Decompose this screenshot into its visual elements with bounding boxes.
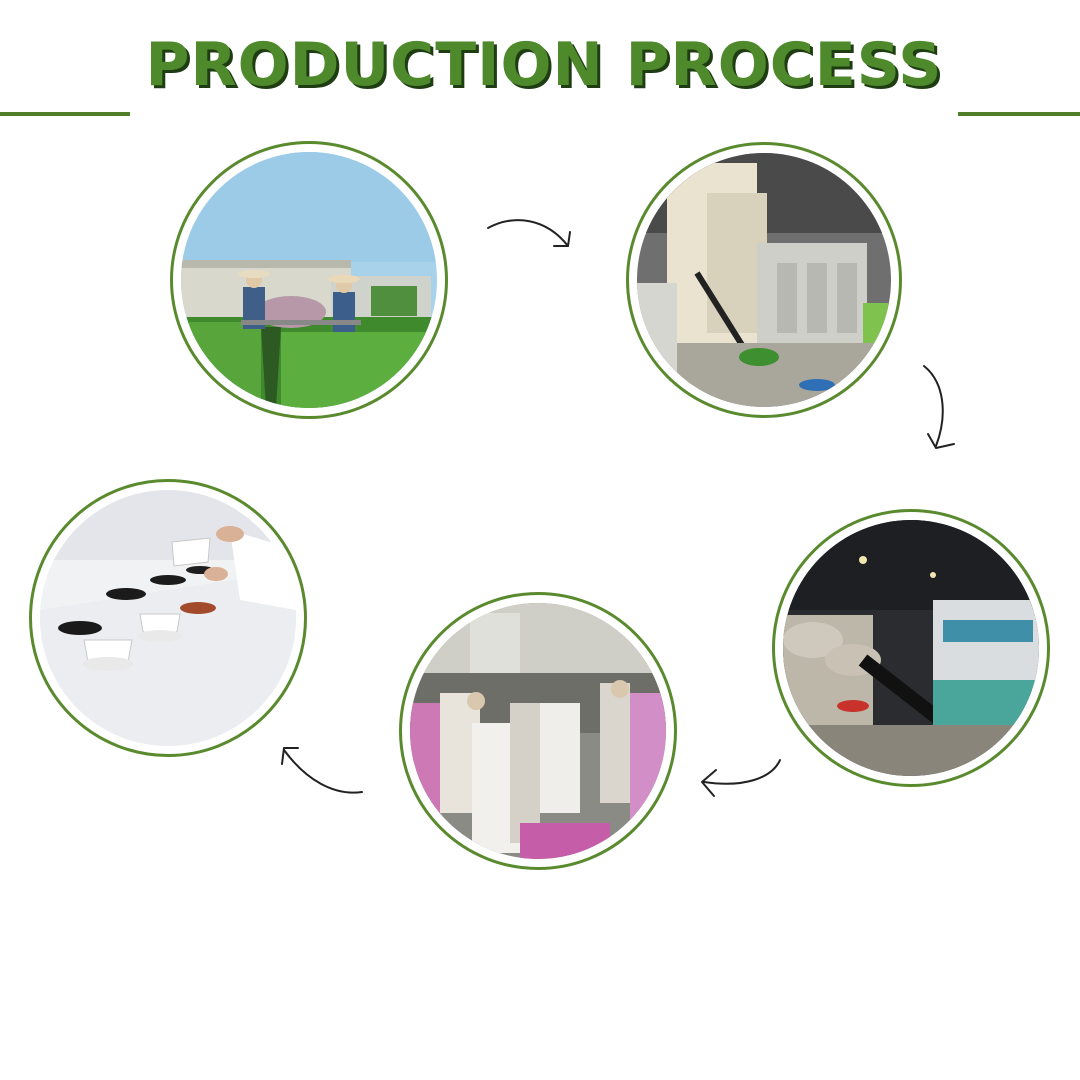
header: PRODUCTION PROCESS: [0, 22, 1080, 116]
step-5-tasting: [29, 479, 307, 757]
tea-tasting-cups-photo: [40, 490, 296, 746]
step-4-packing: [399, 592, 677, 870]
color-sorting-machine-photo: [783, 520, 1039, 776]
page-title: PRODUCTION PROCESS: [145, 30, 943, 100]
step-1-harvest: [170, 141, 448, 419]
withering-drying-machinery-photo: [637, 153, 891, 407]
step-2-processing: [626, 142, 902, 418]
arrow-left-icon: [701, 759, 781, 797]
step-3-sorting: [772, 509, 1050, 787]
arrow-down-icon: [923, 365, 955, 449]
title-divider-right: [958, 112, 1080, 116]
packing-sacks-photo: [410, 603, 666, 859]
title-divider-left: [0, 112, 130, 116]
arrow-left-icon: [281, 747, 363, 794]
tea-plantation-harvest-photo: [181, 152, 437, 408]
arrow-right-icon: [487, 219, 571, 247]
